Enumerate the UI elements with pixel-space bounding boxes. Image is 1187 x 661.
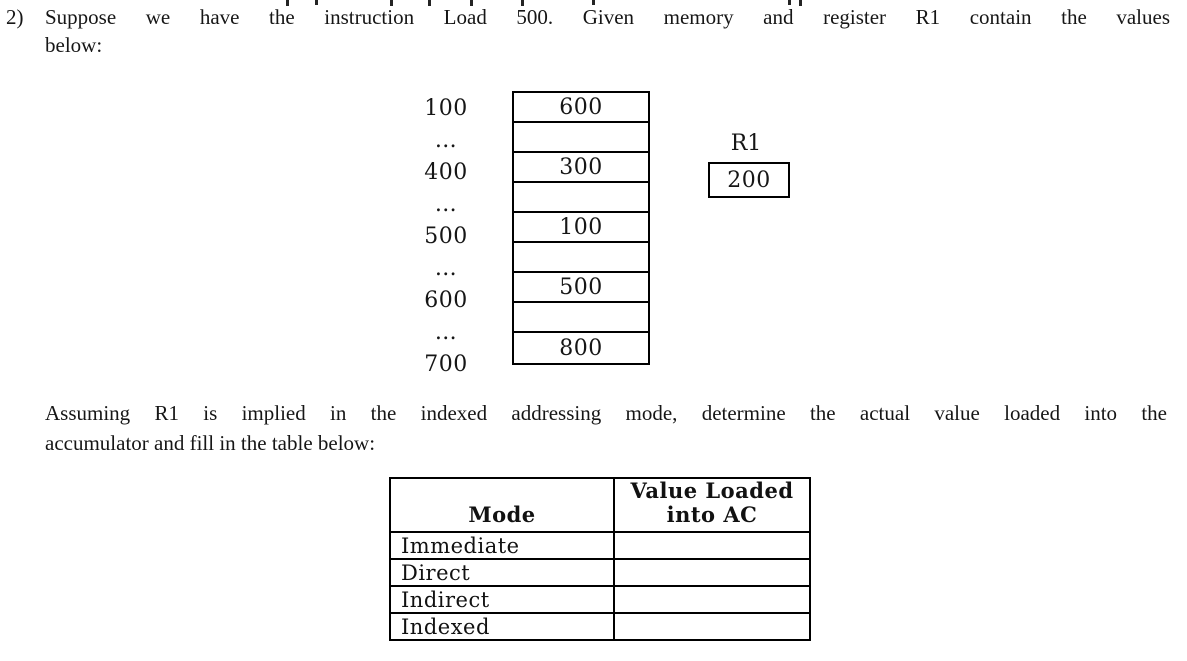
table-row: Indexed [389,612,811,641]
value-cell-direct [613,558,811,587]
memory-address-ellipsis: … [434,255,458,281]
memory-address-column: 100 … 400 … 500 … 600 … 700 [418,92,474,380]
memory-address-label: 100 [424,95,468,121]
register-value: 200 [727,167,771,193]
memory-address-label: 700 [424,351,468,377]
memory-cell: 100 [514,213,648,243]
question-number: 2) [6,5,24,29]
memory-address-label: 600 [424,287,468,313]
question-paragraph: Suppose we have the instruction Load 500… [45,3,1170,59]
mode-cell-direct: Direct [389,558,615,587]
memory-address-ellipsis: … [434,191,458,217]
value-cell-indirect [613,585,811,614]
table-row: Direct [389,558,811,587]
table-row: Immediate [389,531,811,560]
memory-cell [514,303,648,333]
memory-address-label: 400 [424,159,468,185]
memory-cell [514,243,648,273]
memory-cell [514,123,648,153]
note-line-2: accumulator and fill in the table below: [45,431,376,455]
memory-box: 600 300 100 500 800 [512,91,650,365]
memory-cell: 800 [559,335,603,361]
value-cell-indexed [613,612,811,641]
memory-cell [514,183,648,213]
mode-cell-indexed: Indexed [389,612,615,641]
mode-cell-indirect: Indirect [389,585,615,614]
value-cell-immediate [613,531,811,560]
register-label: R1 [730,131,762,156]
memory-address-label: 500 [424,223,468,249]
note-line-1: Assuming R1 is implied in the indexed ad… [45,401,1167,425]
table-header-row: Mode Value Loaded into AC [389,477,811,533]
question-line-1: Suppose we have the instruction Load 500… [45,5,1170,29]
memory-address-ellipsis: … [434,127,458,153]
register-value-box: 200 [708,162,790,198]
memory-address-ellipsis: … [434,319,458,345]
mode-column-header: Mode [389,477,615,533]
value-header-line-2: into AC [666,502,758,527]
question-line-2: below: [45,33,103,57]
modes-table: Mode Value Loaded into AC Immediate Dire… [389,477,811,641]
memory-cell: 500 [514,273,648,303]
mode-cell-immediate: Immediate [389,531,615,560]
note-paragraph: Assuming R1 is implied in the indexed ad… [45,398,1167,458]
memory-cell: 600 [514,93,648,123]
value-header-line-1: Value Loaded [630,478,794,503]
memory-cell: 300 [514,153,648,183]
table-row: Indirect [389,585,811,614]
value-column-header: Value Loaded into AC [613,477,811,533]
